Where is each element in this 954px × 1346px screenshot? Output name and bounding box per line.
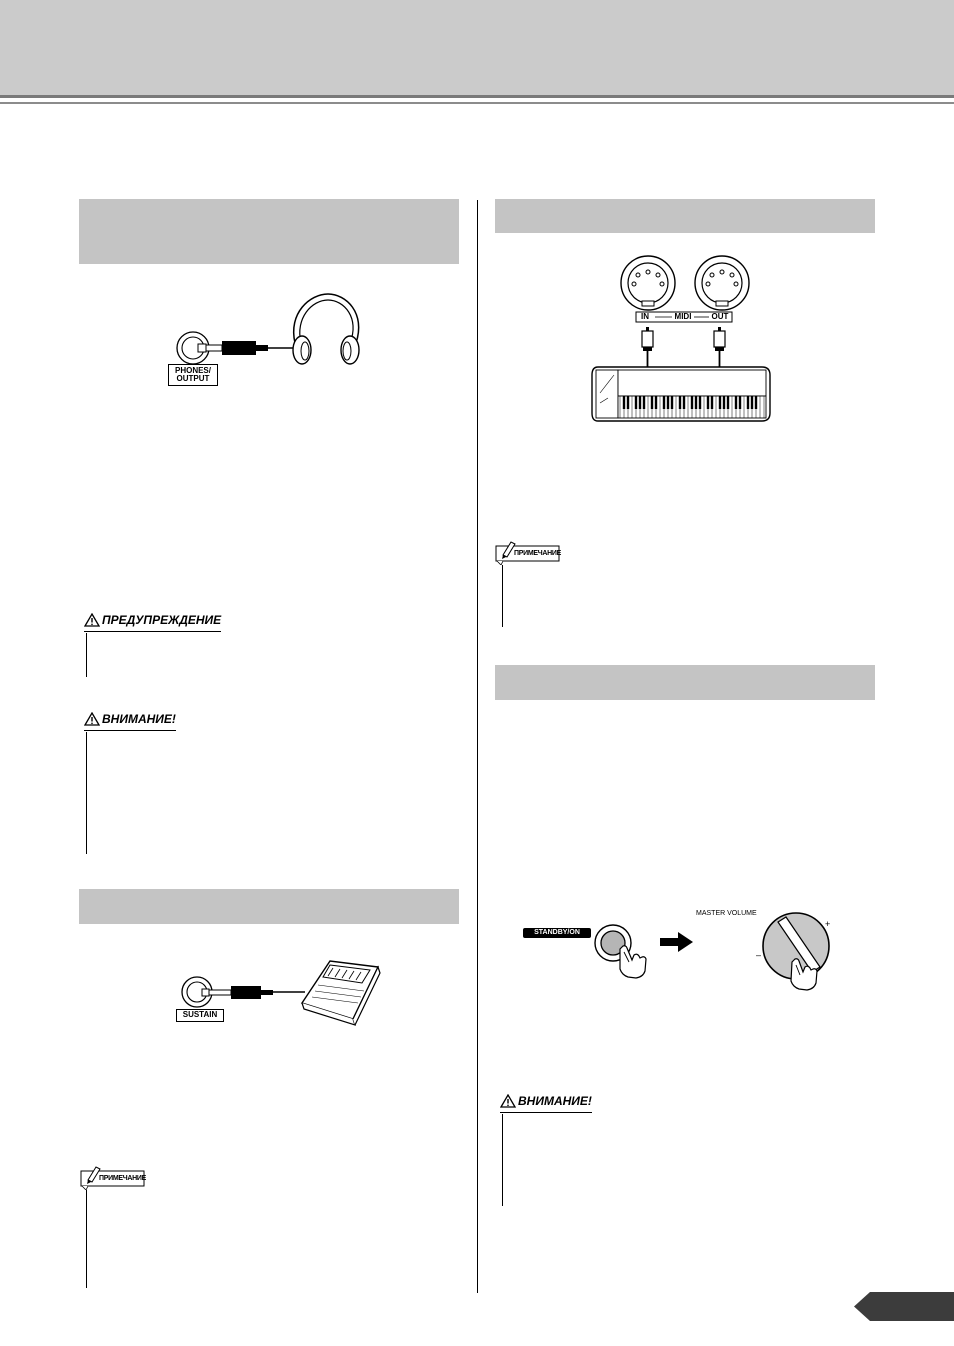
black-key <box>622 396 626 409</box>
black-key <box>650 396 654 409</box>
midi-label: MIDI <box>674 312 692 321</box>
note-label-right: ПРИМЕЧАНИЕ <box>514 550 561 557</box>
note-badge-left: ПРИМЕЧАНИЕ <box>80 1166 146 1195</box>
black-key <box>638 396 642 409</box>
black-key <box>682 396 686 409</box>
section-bar-midi <box>495 199 875 233</box>
black-key <box>626 396 630 409</box>
black-key <box>690 396 694 409</box>
black-key <box>722 396 726 409</box>
caution-heading-left: ВНИМАНИЕ! <box>83 711 176 731</box>
note-rule-right <box>502 565 503 627</box>
warning-triangle-icon <box>83 612 101 630</box>
midi-out-label: OUT <box>711 312 729 321</box>
section-bar-phones <box>79 199 459 264</box>
black-key <box>726 396 730 409</box>
caution-heading-right-text: ВНИМАНИЕ! <box>518 1094 592 1108</box>
black-key <box>694 396 698 409</box>
phones-label-line2: OUTPUT <box>176 374 210 383</box>
sustain-label: SUSTAIN <box>176 1009 224 1022</box>
note-badge-right: ПРИМЕЧАНИЕ <box>495 541 561 570</box>
phones-figure: PHONES/ OUTPUT <box>160 288 370 388</box>
black-key <box>654 396 658 409</box>
black-key <box>678 396 682 409</box>
standby-on-label: STANDBY/ON <box>523 928 591 938</box>
caution-rule-right <box>502 1114 503 1206</box>
power-figure: STANDBY/ON MASTER VOLUME + – <box>520 905 840 1000</box>
black-key <box>734 396 738 409</box>
warning-heading: ПРЕДУПРЕЖДЕНИЕ <box>83 612 222 632</box>
midi-figure: IN MIDI OUT <box>590 253 780 425</box>
black-key <box>746 396 750 409</box>
black-key <box>710 396 714 409</box>
header-band <box>0 0 954 95</box>
finger-icon <box>594 912 830 991</box>
phones-output-label: PHONES/ OUTPUT <box>168 364 218 386</box>
note-rule-left <box>86 1190 87 1288</box>
phones-label-line1: PHONES/ <box>174 366 211 375</box>
sustain-label-text: SUSTAIN <box>182 1010 218 1019</box>
sustain-figure: SUSTAIN <box>170 955 390 1030</box>
black-key <box>662 396 666 409</box>
black-key <box>642 396 646 409</box>
black-key <box>666 396 670 409</box>
black-key <box>750 396 754 409</box>
warning-triangle-icon <box>83 711 101 729</box>
section-bar-power <box>495 665 875 700</box>
caution-heading-left-text: ВНИМАНИЕ! <box>102 712 176 726</box>
black-key <box>670 396 674 409</box>
footswitch-icon <box>181 960 381 1026</box>
warning-heading-text: ПРЕДУПРЕЖДЕНИЕ <box>102 613 222 627</box>
standby-on-label-text: STANDBY/ON <box>534 929 580 936</box>
page-number-tab <box>854 1292 954 1321</box>
warning-triangle-icon <box>499 1093 517 1111</box>
black-key <box>738 396 742 409</box>
keyboard-icon <box>591 255 771 422</box>
volume-plus: + <box>825 919 831 929</box>
note-label-left: ПРИМЕЧАНИЕ <box>99 1175 146 1182</box>
black-key <box>698 396 702 409</box>
black-key <box>706 396 710 409</box>
warning-rule <box>86 633 87 677</box>
master-volume-label: MASTER VOLUME <box>696 910 757 917</box>
caution-rule-left <box>86 732 87 854</box>
midi-in-label: IN <box>641 312 649 321</box>
black-key <box>754 396 758 409</box>
section-bar-sustain <box>79 889 459 924</box>
column-divider <box>477 200 478 1293</box>
black-key <box>634 396 638 409</box>
header-rule-thin <box>0 102 954 104</box>
note-pencil-icon <box>495 541 560 566</box>
black-key <box>718 396 722 409</box>
header-rule <box>0 95 954 98</box>
volume-minus: – <box>756 950 762 960</box>
note-pencil-icon <box>80 1166 145 1191</box>
headphones-icon <box>176 293 360 365</box>
caution-heading-right: ВНИМАНИЕ! <box>499 1093 592 1113</box>
